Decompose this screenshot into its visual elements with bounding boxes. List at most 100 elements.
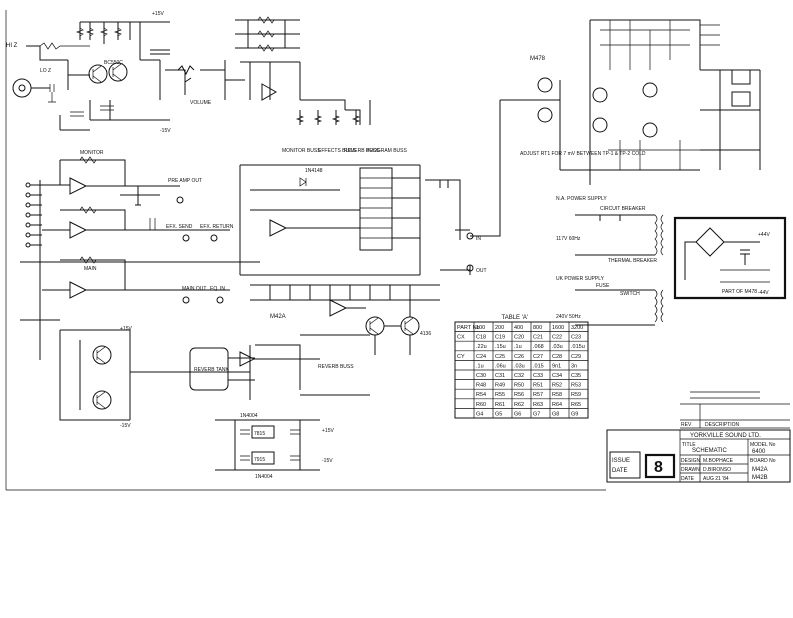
efx-send-label: EFX. SEND [166,224,193,230]
regulator-7915 [251,451,275,465]
table-cell: C31 [495,373,505,379]
m42a-section: 1N4148 M42A 4136 IN OUT [200,100,501,400]
uk-voltage-label: 240V 50Hz [556,314,581,320]
reverb-tank [189,347,229,391]
drawn-label: DRAWN [681,467,700,473]
table-cell: G9 [571,411,578,417]
table-cell: R50 [514,383,524,389]
minus15-reg: -15V [322,458,333,464]
table-cell: 3n [571,363,577,369]
board-value-2: M42B [752,475,768,481]
table-cell: G7 [533,411,540,417]
mix-amp-section: MONITOR MAIN PRE AMP OUT EFX. SEND EFX. … [20,150,354,429]
table-cell: C18 [476,335,486,341]
date-label: DATE [681,476,695,482]
table-cell: R57 [533,392,543,398]
description-label: DESCRIPTION [705,422,740,428]
table-cell: G4 [476,411,483,417]
reverb-tank-label: REVERB TANK [194,367,229,373]
table-cell: C24 [476,354,486,360]
date-value: AUG 21 '84 [703,476,729,482]
design-value: M.BOPHACE [703,458,734,464]
monitor-label: MONITOR [80,150,104,156]
fx-out-jack[interactable] [466,264,474,272]
table-cell: C30 [476,373,486,379]
table-cell: C35 [571,373,581,379]
reg7915-label: 7915 [254,457,265,463]
table-cell: .015 [533,363,544,369]
op-amp-rev [239,351,256,367]
table-cell: G8 [552,411,559,417]
in-label: IN [476,236,481,242]
power-supply-section: N.A. POWER SUPPLY 117V 60Hz CIRCUIT BREA… [556,196,787,326]
title-label: TITLE [682,442,696,448]
efx-return-jack[interactable] [210,234,218,242]
monitor-buss-label: MONITOR BUSS [282,148,321,154]
reg7815-label: 7815 [254,431,265,437]
regulator-7815 [251,425,275,439]
table-cell: C19 [495,335,505,341]
table-cell: 9n1 [552,363,561,369]
preamp-out-jack[interactable] [176,196,184,204]
table-cell: R61 [495,402,505,408]
company-name: YORKVILLE SOUND LTD. [690,433,761,439]
transistor-q2 [108,62,128,82]
table-cell: C22 [552,335,562,341]
transistor-m478-5 [642,82,658,98]
table-cell: .1u [476,363,484,369]
diode-1n4004-top: 1N4004 [240,413,258,419]
table-cell: R48 [476,383,486,389]
minus44-label: -44V [758,290,769,296]
transistor-m478-4 [592,117,608,133]
regulator-section: 7815 7915 1N4004 1N4004 +15V -15V [215,413,334,480]
plus15-rev: +15V [120,326,132,332]
table-cell: R54 [476,392,486,398]
transistor-m478-3 [592,87,608,103]
na-voltage-label: 117V 60Hz [556,236,581,242]
model-label: MODEL No [750,442,776,448]
table-cell: C27 [533,354,543,360]
table-header-cell: PART No [457,325,480,331]
op-amp-1 [69,177,88,195]
transistor-m478-1 [537,77,553,93]
fuse-label: FUSE [596,283,610,289]
main-out-jack[interactable] [182,296,190,304]
table-cell: R49 [495,383,505,389]
table-cell: R56 [514,392,524,398]
table-header-cell: 800 [533,325,542,331]
effects-buss-label: EFFECTS BUSS [318,148,356,154]
reverb-buss-label: REVERB BUSS [344,148,380,154]
input-jack[interactable] [12,78,32,98]
table-cell: R59 [571,392,581,398]
title-value: SCHEMATIC [692,448,728,454]
table-header-cell: 400 [514,325,523,331]
transistor-q9 [92,390,112,410]
volume-label: VOLUME [190,100,212,106]
eq-in-jack[interactable] [216,296,224,304]
issue-label: ISSUE [612,458,630,464]
table-cell: R53 [571,383,581,389]
table-cell: .22u [476,344,487,350]
issue-box [644,453,676,479]
table-cell: R63 [533,402,543,408]
op-amp-pre [261,83,278,101]
table-cell: C20 [514,335,524,341]
out-label: OUT [476,268,487,274]
m478-label: M478 [530,56,546,62]
program-buss-label: PROGRAM BUSS [366,148,408,154]
plus15-reg: +15V [322,428,334,434]
op-amp-out [329,299,348,317]
op-amp-m42a [269,219,288,237]
title-block: YORKVILLE SOUND LTD. TITLE SCHEMATIC MOD… [606,429,791,483]
rev-label: REV [681,422,692,428]
uk-supply-label: UK POWER SUPPLY [556,276,605,282]
part-of-label: PART OF M478 [722,289,757,295]
table-cell: C33 [533,373,543,379]
table-cell: .06u [495,363,506,369]
ic-ref: 4136 [420,331,431,337]
output-transistor-2 [731,91,751,107]
transistor-m478-6 [642,122,658,138]
table-cell: .03u [514,363,525,369]
revision-block: REV DESCRIPTION [680,391,790,429]
efx-send-jack[interactable] [182,234,190,242]
